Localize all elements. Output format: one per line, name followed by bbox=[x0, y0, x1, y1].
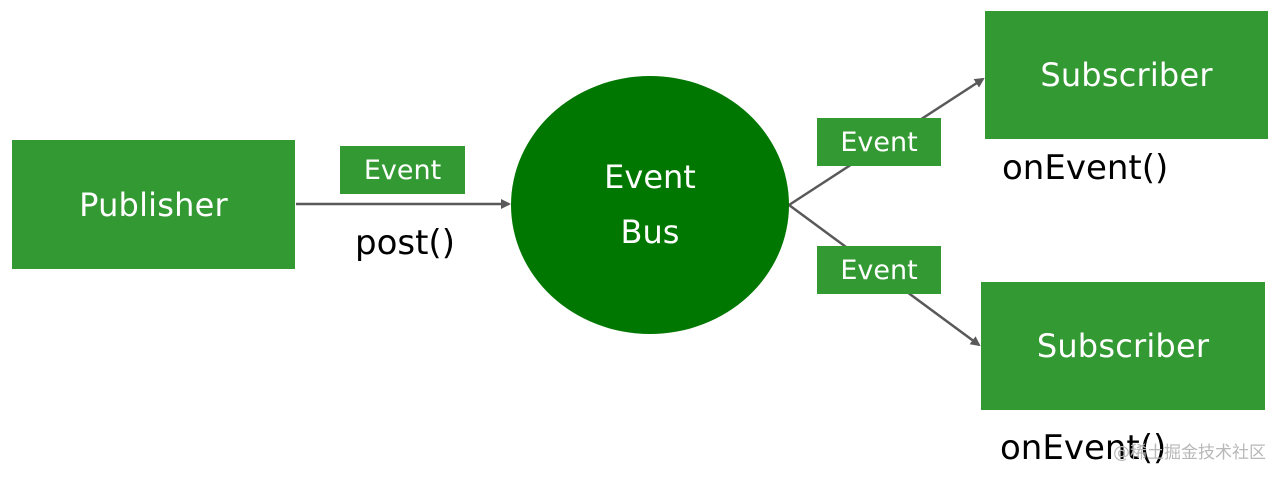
post-call-label: post() bbox=[355, 223, 455, 263]
event-tag-label: Event bbox=[840, 126, 918, 158]
event-tag-label: Event bbox=[840, 254, 918, 286]
subscriber-label: Subscriber bbox=[1036, 327, 1210, 365]
event-bus-label-line2: Bus bbox=[620, 213, 680, 251]
subscriber-node-top: Subscriber bbox=[985, 11, 1268, 139]
event-tag-dispatch-top: Event bbox=[817, 118, 941, 166]
event-bus-label-line1: Event bbox=[604, 158, 696, 196]
subscriber-label: Subscriber bbox=[1040, 56, 1213, 94]
event-tag-dispatch-bottom: Event bbox=[817, 246, 941, 294]
event-tag-publish: Event bbox=[340, 146, 465, 194]
publisher-label: Publisher bbox=[79, 185, 228, 224]
subscriber-callback-bottom: onEvent() bbox=[1000, 428, 1167, 468]
event-bus-node: Event Bus bbox=[511, 76, 789, 334]
subscriber-node-bottom: Subscriber bbox=[981, 282, 1265, 410]
watermark-text: @稀土掘金技术社区 bbox=[1113, 443, 1266, 463]
event-tag-label: Event bbox=[363, 154, 442, 186]
subscriber-callback-top: onEvent() bbox=[1002, 148, 1169, 188]
publisher-node: Publisher bbox=[12, 140, 295, 269]
